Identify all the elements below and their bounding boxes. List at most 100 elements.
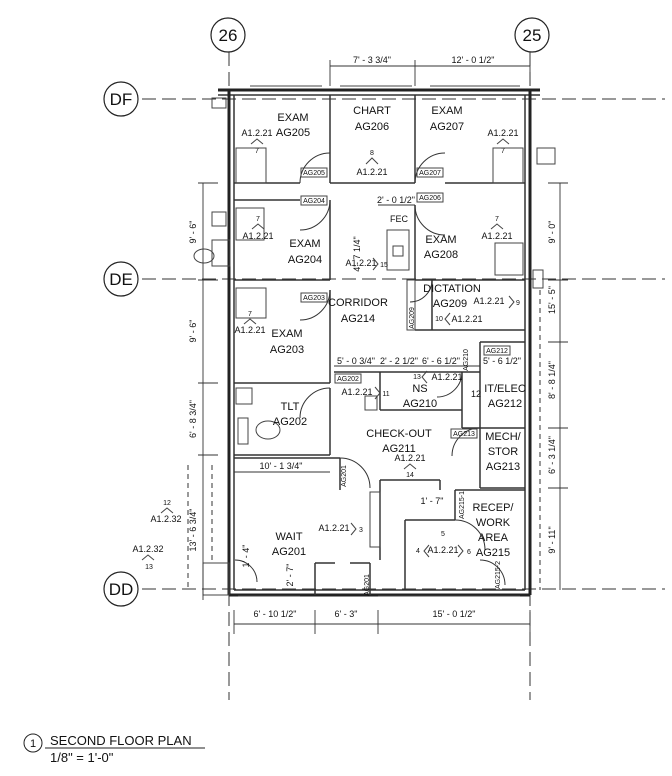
svg-text:5' - 0 3/4": 5' - 0 3/4" bbox=[337, 356, 375, 366]
elev-tag-ref: A1.2.21 bbox=[242, 231, 273, 241]
svg-text:15' - 0 1/2": 15' - 0 1/2" bbox=[433, 609, 476, 619]
room-name-corridor: CORRIDOR bbox=[328, 297, 388, 309]
elev-tag-ref: A1.2.21 bbox=[241, 128, 272, 138]
svg-text:7' - 3 3/4": 7' - 3 3/4" bbox=[353, 55, 391, 65]
svg-text:12: 12 bbox=[163, 500, 171, 507]
svg-text:13: 13 bbox=[413, 374, 421, 381]
room-name-exam-207: EXAM bbox=[431, 105, 462, 117]
dimensions: 7' - 3 3/4" 12' - 0 1/2" 9' - 6" 9' - 6"… bbox=[187, 55, 568, 634]
svg-text:AG212: AG212 bbox=[486, 348, 508, 355]
svg-text:7: 7 bbox=[248, 311, 252, 318]
svg-text:6' - 10 1/2": 6' - 10 1/2" bbox=[254, 609, 297, 619]
room-number-ag210: AG210 bbox=[403, 398, 437, 410]
windows bbox=[238, 85, 520, 597]
svg-text:1' - 7": 1' - 7" bbox=[421, 496, 444, 506]
svg-text:DE: DE bbox=[109, 270, 133, 289]
room-number-ag208: AG208 bbox=[424, 249, 458, 261]
grid-bubble-25: 25 bbox=[514, 17, 550, 53]
drawing-title-block: 1 SECOND FLOOR PLAN 1/8" = 1'-0" bbox=[23, 733, 205, 765]
room-number-ag212: AG212 bbox=[488, 398, 522, 410]
svg-text:9: 9 bbox=[516, 300, 520, 307]
svg-text:7: 7 bbox=[256, 216, 260, 223]
room-number-ag206: AG206 bbox=[355, 121, 389, 133]
svg-text:6' - 3 1/4": 6' - 3 1/4" bbox=[547, 436, 557, 474]
svg-text:6' - 6 1/2": 6' - 6 1/2" bbox=[422, 356, 460, 366]
svg-text:9' - 11": 9' - 11" bbox=[547, 526, 557, 553]
svg-text:26: 26 bbox=[219, 26, 238, 45]
svg-text:AG201: AG201 bbox=[364, 574, 371, 596]
room-number-ag207: AG207 bbox=[430, 121, 464, 133]
svg-text:4: 4 bbox=[416, 548, 420, 555]
elev-tag-ref: A1.2.21 bbox=[394, 453, 425, 463]
elev-tag-ref: A1.2.32 bbox=[132, 544, 163, 554]
elev-tag-ref: A1.2.21 bbox=[473, 296, 504, 306]
elev-tag-ref: A1.2.32 bbox=[150, 514, 181, 524]
svg-text:9' - 0": 9' - 0" bbox=[547, 221, 557, 244]
elev-tag-ref: A1.2.21 bbox=[427, 545, 458, 555]
elev-tag-ref: A1.2.21 bbox=[481, 231, 512, 241]
room-number-ag203: AG203 bbox=[270, 344, 304, 356]
elev-tag-ref: A1.2.21 bbox=[318, 523, 349, 533]
svg-text:7: 7 bbox=[255, 148, 259, 155]
room-number-ag201: AG201 bbox=[272, 546, 306, 558]
elev-tag-ref: A1.2.21 bbox=[487, 128, 518, 138]
svg-text:2' - 7": 2' - 7" bbox=[285, 564, 295, 587]
room-name-chart: CHART bbox=[353, 105, 391, 117]
svg-text:11: 11 bbox=[382, 391, 389, 398]
svg-text:2' - 2 1/2": 2' - 2 1/2" bbox=[380, 356, 418, 366]
room-name-exam-205: EXAM bbox=[277, 112, 308, 124]
grid-lines bbox=[142, 52, 665, 700]
room-name-tlt: TLT bbox=[281, 401, 300, 413]
svg-text:7: 7 bbox=[495, 216, 499, 223]
svg-text:4'- 7 1/4": 4'- 7 1/4" bbox=[352, 236, 362, 271]
room-name-it-elec: IT/ELEC bbox=[484, 383, 526, 395]
door-swings bbox=[234, 152, 506, 586]
room-name-work: WORK bbox=[476, 517, 511, 529]
svg-text:15: 15 bbox=[380, 262, 388, 269]
svg-text:AG210: AG210 bbox=[463, 349, 470, 371]
elev-tag-ref: A1.2.21 bbox=[431, 372, 462, 382]
room-name-wait: WAIT bbox=[275, 531, 302, 543]
room-name-area: AREA bbox=[478, 532, 509, 544]
room-number-ag213: AG213 bbox=[486, 461, 520, 473]
svg-text:1' - 4": 1' - 4" bbox=[241, 545, 251, 568]
svg-text:AG207: AG207 bbox=[419, 170, 441, 177]
grid-bubble-de: DE bbox=[103, 261, 139, 297]
room-number-ag215: AG215 bbox=[476, 547, 510, 559]
svg-text:AG202: AG202 bbox=[337, 376, 359, 383]
elev-tag-ref: A1.2.21 bbox=[345, 258, 376, 268]
svg-text:AG215-1: AG215-1 bbox=[459, 491, 466, 519]
room-number-ag214: AG214 bbox=[341, 313, 375, 325]
elev-tag-ref: A1.2.21 bbox=[356, 167, 387, 177]
svg-text:9' - 6": 9' - 6" bbox=[188, 320, 198, 343]
svg-text:8' - 8 1/4": 8' - 8 1/4" bbox=[547, 361, 557, 399]
room-number-ag211: AG211 bbox=[382, 443, 415, 455]
svg-text:3: 3 bbox=[359, 527, 363, 534]
svg-text:13' - 6 3/4": 13' - 6 3/4" bbox=[188, 509, 198, 552]
svg-text:6' - 3": 6' - 3" bbox=[335, 609, 358, 619]
grid-bubble-df: DF bbox=[103, 81, 139, 117]
drawing-title: SECOND FLOOR PLAN bbox=[50, 733, 192, 748]
elev-tag-ref: A1.2.21 bbox=[341, 387, 372, 397]
svg-text:13: 13 bbox=[145, 564, 153, 571]
svg-text:5' - 6 1/2": 5' - 6 1/2" bbox=[483, 356, 521, 366]
svg-text:7: 7 bbox=[501, 148, 505, 155]
svg-text:10: 10 bbox=[435, 316, 443, 323]
svg-text:AG205: AG205 bbox=[303, 170, 325, 177]
svg-text:14: 14 bbox=[406, 472, 414, 479]
svg-text:AG206: AG206 bbox=[419, 195, 441, 202]
svg-text:9' - 6": 9' - 6" bbox=[188, 221, 198, 244]
grid-bubble-dd: DD bbox=[103, 571, 139, 607]
room-name-exam-203: EXAM bbox=[271, 328, 302, 340]
room-name-dictation: DICTATION bbox=[423, 283, 481, 295]
svg-text:2' - 0 1/2": 2' - 0 1/2" bbox=[377, 195, 415, 205]
svg-text:AG209: AG209 bbox=[409, 307, 416, 329]
svg-text:8: 8 bbox=[370, 150, 374, 157]
svg-text:AG203: AG203 bbox=[303, 295, 325, 302]
svg-text:10' - 1 3/4": 10' - 1 3/4" bbox=[260, 461, 303, 471]
svg-text:DD: DD bbox=[109, 580, 134, 599]
fec-label: FEC bbox=[390, 214, 409, 224]
room-name-stor: STOR bbox=[488, 446, 518, 458]
elev-tag-ref: A1.2.21 bbox=[234, 325, 265, 335]
